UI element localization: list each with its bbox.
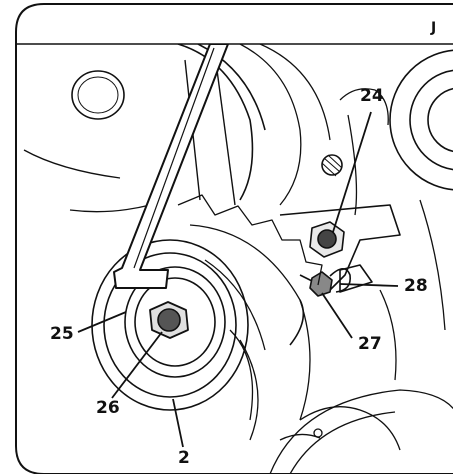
figure-border xyxy=(15,3,453,474)
tensioner-pulley-2 xyxy=(91,239,249,411)
section-letter: J xyxy=(431,20,437,36)
threaded-stud xyxy=(321,154,343,177)
bolt-24 xyxy=(309,221,345,258)
callout-2: 2 xyxy=(178,448,190,468)
stud-27 xyxy=(309,271,333,297)
callout-28: 28 xyxy=(404,276,428,296)
engine-contours xyxy=(23,44,446,451)
injection-pump-pulley xyxy=(389,49,453,191)
tensioner-bracket xyxy=(279,204,401,346)
bolt-26 xyxy=(149,301,189,339)
allen-key-tool xyxy=(113,44,229,289)
callout-24: 24 xyxy=(360,86,384,106)
callout-27: 27 xyxy=(358,334,382,354)
crankshaft-pulley xyxy=(269,389,453,474)
tensioner-pulley-teeth xyxy=(177,194,323,441)
callout-25: 25 xyxy=(50,324,74,344)
spring-28 xyxy=(329,267,352,293)
callout-leaders xyxy=(77,111,399,448)
engine-block-hole xyxy=(71,70,125,120)
callout-26: 26 xyxy=(96,398,120,418)
